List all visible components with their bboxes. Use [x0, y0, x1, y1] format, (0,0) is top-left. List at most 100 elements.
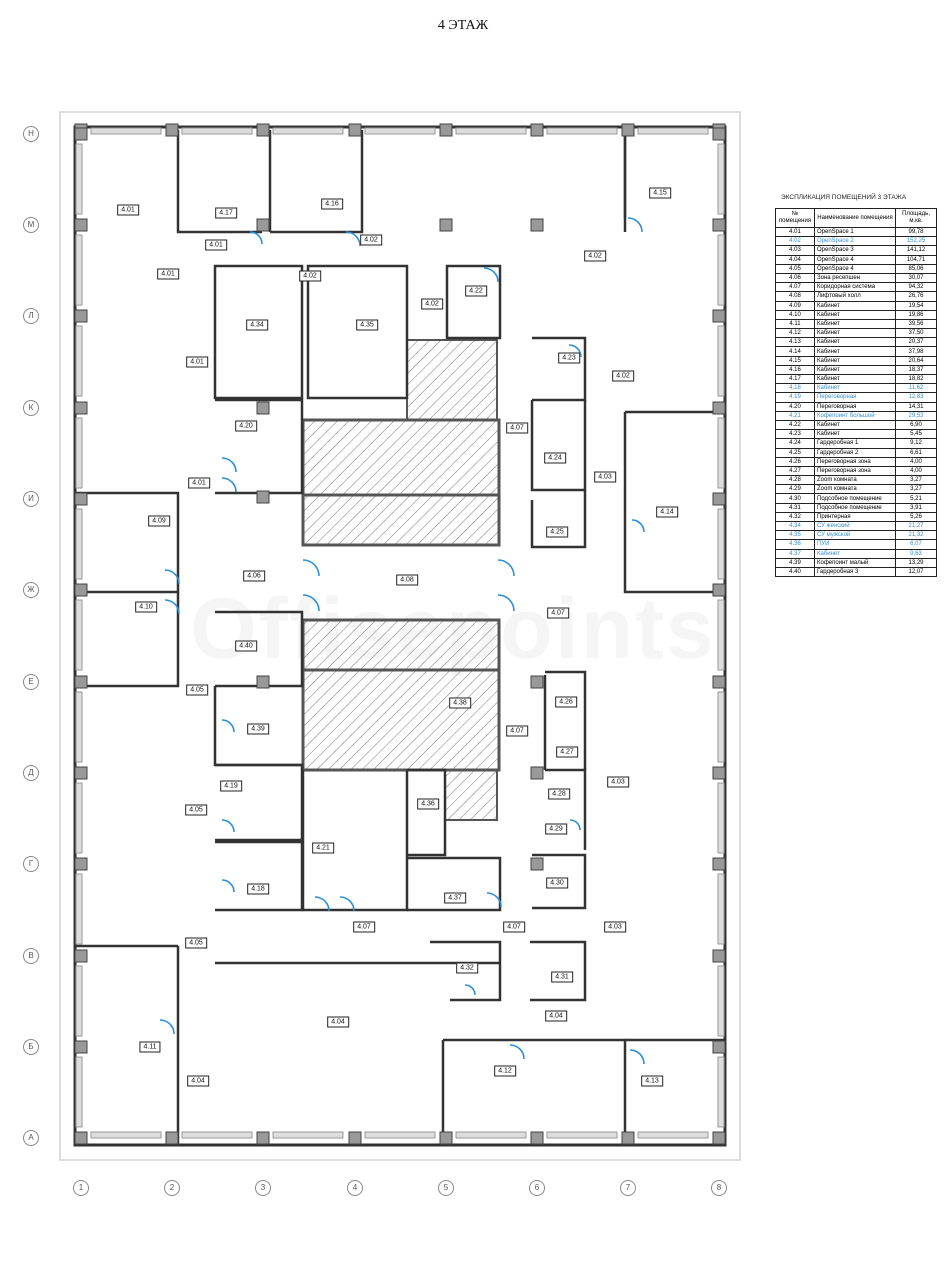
- column: [712, 401, 726, 415]
- window: [272, 127, 344, 135]
- legend-cell-area: 94,32: [895, 282, 937, 293]
- legend-cell-no: 4.12: [775, 328, 815, 339]
- legend-cell-name: Переговорная зона: [814, 465, 896, 477]
- wall: [75, 491, 180, 594]
- column: [256, 401, 270, 415]
- window: [181, 1131, 253, 1139]
- legend-cell-name: Подсобное помещение: [814, 502, 896, 513]
- legend-cell-name: OpenSpace 4: [814, 254, 896, 265]
- legend-cell-no: 4.35: [775, 530, 815, 541]
- legend-cell-no: 4.37: [775, 548, 815, 559]
- window: [181, 127, 253, 135]
- door: [497, 559, 515, 577]
- legend-cell-area: 6,07: [895, 539, 937, 550]
- col-header-area: Площадь, м.кв.: [895, 208, 937, 228]
- door: [164, 569, 180, 585]
- legend-cell-area: 11,62: [895, 383, 937, 394]
- room-label: 4.25: [546, 526, 568, 538]
- window: [90, 1131, 162, 1139]
- floor-title: 4 ЭТАЖ: [437, 18, 489, 33]
- column: [712, 675, 726, 689]
- wall: [443, 1038, 627, 1145]
- legend-cell-no: 4.15: [775, 355, 815, 366]
- room-label: 4.07: [503, 921, 525, 933]
- door: [629, 1049, 645, 1065]
- door: [221, 819, 235, 833]
- column: [530, 766, 544, 780]
- interior-walls: [75, 130, 725, 1145]
- wall: [301, 770, 409, 912]
- door: [221, 477, 237, 493]
- door: [483, 267, 499, 283]
- legend-cell-area: 3,27: [895, 484, 937, 495]
- column: [74, 492, 88, 506]
- grid-axis-row: В: [23, 948, 39, 964]
- door: [159, 1019, 175, 1035]
- column: [256, 218, 270, 232]
- column: [712, 583, 726, 597]
- legend-cell-name: Кабинет: [814, 419, 896, 431]
- window: [75, 873, 83, 945]
- window: [75, 691, 83, 763]
- door: [486, 892, 502, 908]
- legend-cell-name: Кабинет: [814, 429, 896, 440]
- room-label: 4.14: [656, 506, 678, 518]
- wall: [215, 610, 304, 688]
- legend-cell-no: 4.20: [775, 401, 815, 412]
- legend-cell-name: Лифтовый холл: [814, 291, 896, 302]
- grid-axis-row: Ж: [23, 582, 39, 598]
- grid-axis-row: Д: [23, 765, 39, 781]
- window: [717, 143, 725, 215]
- legend-cell-no: 4.32: [775, 511, 815, 523]
- window: [455, 127, 527, 135]
- legend-cell-name: Кабинет: [814, 383, 896, 394]
- column: [712, 127, 726, 141]
- room-label: 4.37: [444, 892, 466, 904]
- legend-cell-area: 4,00: [895, 465, 937, 477]
- legend-cell-name: Гардеробная 3: [814, 566, 896, 578]
- room-label: 4.20: [235, 420, 257, 432]
- column: [712, 492, 726, 506]
- legend-cell-area: 21,27: [895, 520, 937, 532]
- room-label: 4.35: [356, 319, 378, 331]
- room-label: 4.08: [396, 574, 418, 586]
- legend-cell-area: 21,32: [895, 530, 937, 541]
- room-label: 4.39: [247, 723, 269, 735]
- legend-cell-no: 4.21: [775, 410, 815, 421]
- column: [621, 123, 635, 137]
- room-label: 4.04: [327, 1016, 349, 1028]
- window: [75, 965, 83, 1037]
- room-label: 4.29: [545, 823, 567, 835]
- legend-cell-name: OpenSpace 3: [814, 245, 896, 256]
- column: [74, 127, 88, 141]
- door: [627, 217, 643, 233]
- legend-cell-area: 20,37: [895, 337, 937, 348]
- legend-cell-no: 4.30: [775, 493, 815, 504]
- window: [717, 234, 725, 306]
- room-label: 4.24: [544, 452, 566, 464]
- column: [74, 309, 88, 323]
- legend-cell-area: 3,91: [895, 502, 937, 513]
- room-label: 4.10: [135, 601, 157, 613]
- window: [90, 127, 162, 135]
- elevator-cores: [301, 339, 501, 821]
- legend-cell-name: Кабинет: [814, 300, 896, 311]
- room-label: 4.38: [449, 697, 471, 709]
